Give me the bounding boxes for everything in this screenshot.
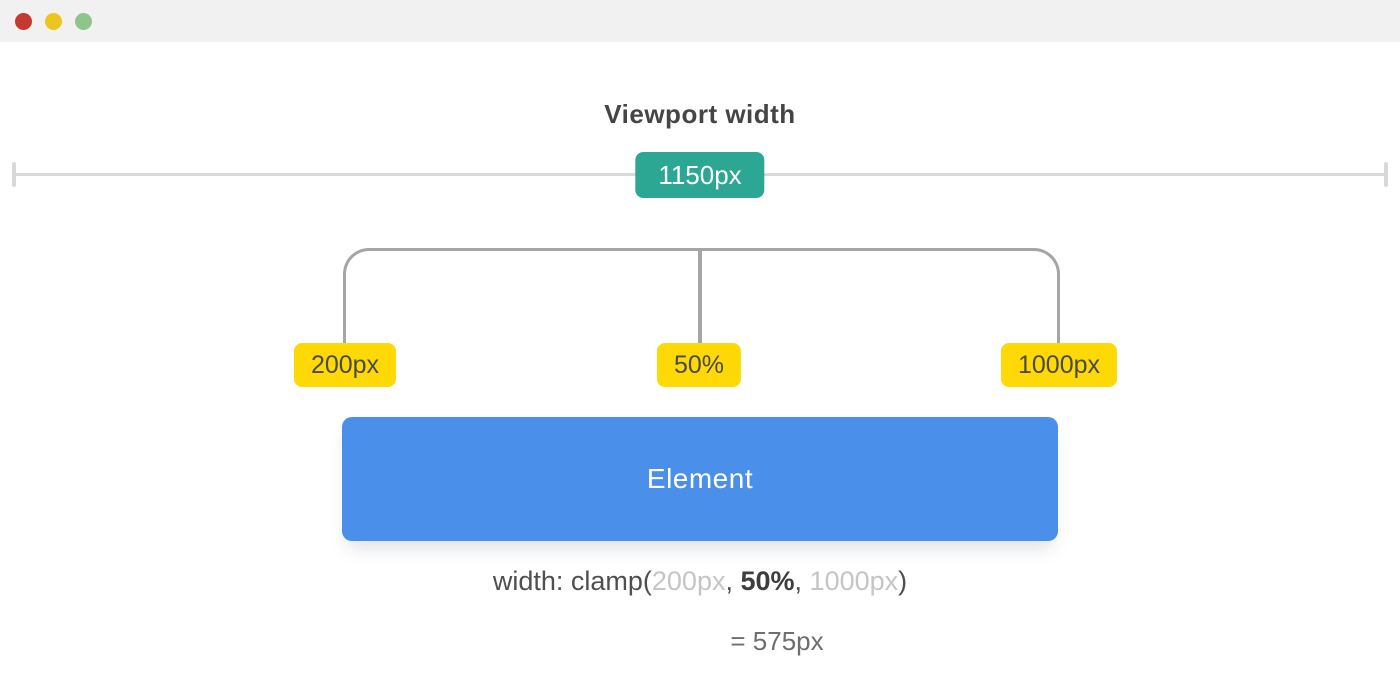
window-zoom-button[interactable] (75, 13, 92, 30)
diagram-title: Viewport width (604, 99, 796, 129)
viewport-width-badge: 1150px (635, 152, 765, 198)
formula-min-value: 200px (651, 566, 726, 596)
element-box: Element (342, 417, 1058, 541)
clamp-preferred-label: 50% (656, 343, 742, 387)
window-close-button[interactable] (15, 13, 32, 30)
bracket-center-line (698, 249, 702, 343)
computed-width-result: = 575px (730, 626, 824, 656)
clamp-formula: width: clamp(200px, 50%, 1000px) (0, 566, 1400, 597)
formula-preferred-value: 50% (740, 566, 795, 596)
formula-separator-2: , (794, 566, 810, 596)
formula-separator-1: , (725, 566, 741, 596)
formula-function: width: clamp( (492, 566, 652, 596)
formula-close-paren: ) (898, 566, 908, 596)
window-titlebar (0, 0, 1400, 42)
element-label: Element (646, 463, 754, 494)
window-minimize-button[interactable] (45, 13, 62, 30)
clamp-max-label: 1000px (1000, 343, 1118, 387)
ruler-right-tick (1384, 162, 1388, 187)
clamp-min-label: 200px (293, 343, 397, 387)
formula-max-value: 1000px (809, 566, 899, 596)
